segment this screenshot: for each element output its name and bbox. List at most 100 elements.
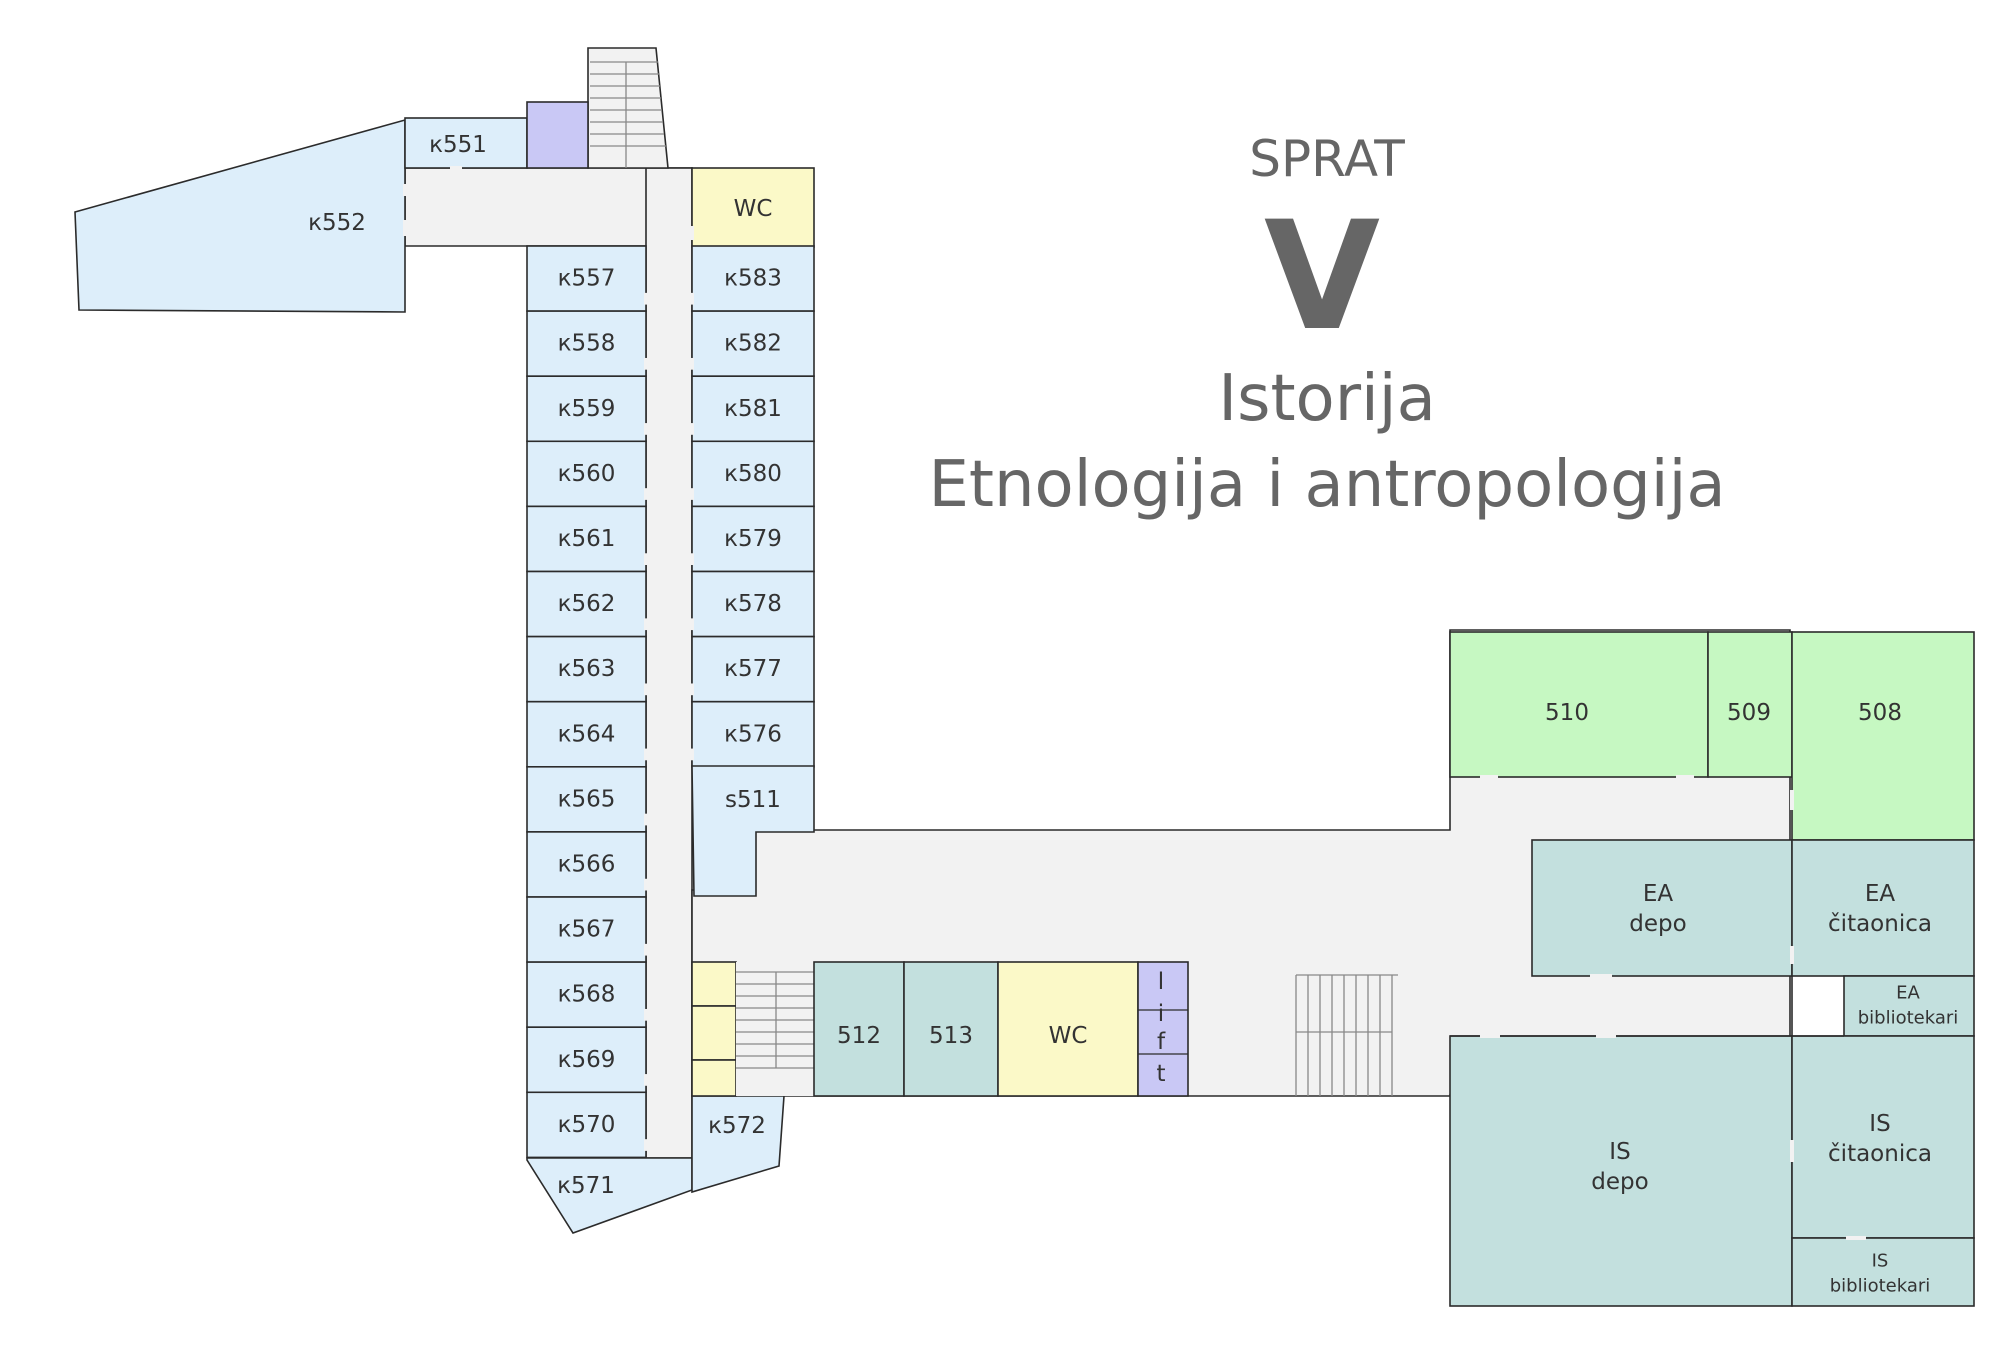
room-510[interactable] — [1449, 631, 1709, 778]
label-wc-top: WC — [734, 196, 773, 222]
label-k571: к571 — [557, 1173, 615, 1199]
label-509: 509 — [1727, 700, 1771, 726]
label-ea-depo-2: depo — [1629, 911, 1686, 937]
room-is-bibliotekari[interactable] — [1791, 1237, 1975, 1307]
title-floor-word: SPRAT — [1249, 130, 1405, 188]
lift-middle[interactable] — [1137, 961, 1189, 1097]
wc-stall-2[interactable] — [691, 1005, 737, 1061]
label-k560: к560 — [558, 461, 616, 487]
title-floor-number: V — [1264, 190, 1380, 364]
staircase-top — [587, 47, 669, 169]
label-510: 510 — [1545, 700, 1589, 726]
label-k579: к579 — [724, 526, 782, 552]
room-512[interactable] — [813, 961, 905, 1097]
wc-stall-1[interactable] — [691, 961, 737, 1007]
room-k551[interactable] — [404, 117, 528, 169]
label-k582: к582 — [724, 331, 782, 357]
label-lift-f: f — [1157, 1029, 1166, 1055]
staircase-east — [1295, 974, 1398, 1096]
room-k561[interactable] — [526, 505, 647, 573]
room-k583[interactable] — [691, 245, 815, 312]
room-is-citaonica[interactable] — [1791, 1035, 1975, 1239]
wc-middle[interactable] — [997, 961, 1139, 1097]
label-k564: к564 — [558, 721, 616, 747]
label-is-depo-1: IS — [1609, 1139, 1630, 1165]
label-k576: к576 — [724, 721, 782, 747]
room-508[interactable] — [1791, 631, 1975, 841]
label-508: 508 — [1858, 700, 1902, 726]
label-ea-bib-2: bibliotekari — [1858, 1008, 1959, 1029]
door-gaps — [403, 166, 1866, 1240]
label-k561: к561 — [558, 526, 616, 552]
room-is-depo[interactable] — [1449, 1035, 1793, 1307]
label-512: 512 — [837, 1023, 881, 1049]
west-column-left — [526, 245, 648, 1159]
label-ea-cit-1: EA — [1865, 881, 1896, 907]
room-ea-citaonica[interactable] — [1791, 839, 1975, 977]
label-ea-cit-2: čitaonica — [1828, 911, 1932, 937]
label-k552: к552 — [308, 210, 366, 236]
label-is-depo-2: depo — [1591, 1169, 1648, 1195]
room-k560[interactable] — [526, 440, 647, 508]
title-dept-2: Etnologija i antropologija — [928, 448, 1725, 522]
title-dept-1: Istorija — [1218, 362, 1436, 436]
room-k578[interactable] — [691, 570, 815, 638]
label-is-cit-1: IS — [1869, 1111, 1890, 1137]
room-k565[interactable] — [526, 765, 647, 833]
room-k579[interactable] — [691, 505, 815, 573]
label-k562: к562 — [558, 591, 616, 617]
label-s511: s511 — [725, 787, 781, 813]
floor-title: SPRAT V Istorija Etnologija i antropolog… — [928, 130, 1725, 522]
label-k559: к559 — [558, 396, 616, 422]
room-k566[interactable] — [526, 831, 647, 898]
room-k559[interactable] — [526, 375, 647, 443]
label-is-cit-2: čitaonica — [1828, 1141, 1932, 1167]
room-s511[interactable] — [691, 765, 815, 897]
room-k567[interactable] — [526, 896, 647, 963]
label-k580: к580 — [724, 461, 782, 487]
room-k576[interactable] — [691, 700, 815, 768]
room-k563[interactable] — [526, 635, 647, 703]
label-wc-mid: WC — [1049, 1023, 1088, 1049]
staircase-middle — [736, 962, 814, 1096]
label-lift-l: l — [1158, 969, 1164, 995]
room-k564[interactable] — [526, 700, 647, 768]
label-513: 513 — [929, 1023, 973, 1049]
room-k569[interactable] — [526, 1026, 647, 1094]
label-k566: к566 — [558, 851, 616, 877]
room-k552[interactable] — [74, 118, 406, 313]
label-k565: к565 — [558, 786, 616, 812]
label-k569: к569 — [558, 1047, 616, 1073]
room-ea-depo[interactable] — [1531, 839, 1793, 977]
room-k568[interactable] — [526, 961, 647, 1028]
label-lift-t: t — [1156, 1061, 1165, 1087]
label-is-bib-2: bibliotekari — [1830, 1276, 1931, 1297]
room-labels: к552 к551 WC s511 к571 к572 512 513 WC l… — [308, 132, 1958, 1297]
room-k571[interactable] — [526, 1157, 693, 1234]
label-k551: к551 — [429, 132, 487, 158]
room-k572[interactable] — [691, 1095, 785, 1194]
label-k570: к570 — [558, 1112, 616, 1138]
room-k577[interactable] — [691, 635, 815, 703]
west-column-right — [690, 245, 815, 768]
label-k572: к572 — [708, 1113, 766, 1139]
wc-stall-3[interactable] — [691, 1059, 737, 1097]
room-k581[interactable] — [691, 375, 815, 443]
label-ea-bib-1: EA — [1896, 983, 1920, 1004]
label-k581: к581 — [724, 396, 782, 422]
lift-top[interactable] — [526, 101, 589, 169]
label-k577: к577 — [724, 656, 782, 682]
room-k582[interactable] — [691, 310, 815, 378]
label-k567: к567 — [558, 917, 616, 943]
label-k558: к558 — [558, 331, 616, 357]
label-k568: к568 — [558, 982, 616, 1008]
corridor-west-wing — [645, 167, 693, 1159]
label-k578: к578 — [724, 591, 782, 617]
label-k563: к563 — [558, 656, 616, 682]
label-k557: к557 — [558, 266, 616, 292]
label-k583: к583 — [724, 266, 782, 292]
wc-top[interactable] — [691, 167, 815, 248]
label-lift-i: i — [1158, 1001, 1164, 1027]
room-k580[interactable] — [691, 440, 815, 508]
